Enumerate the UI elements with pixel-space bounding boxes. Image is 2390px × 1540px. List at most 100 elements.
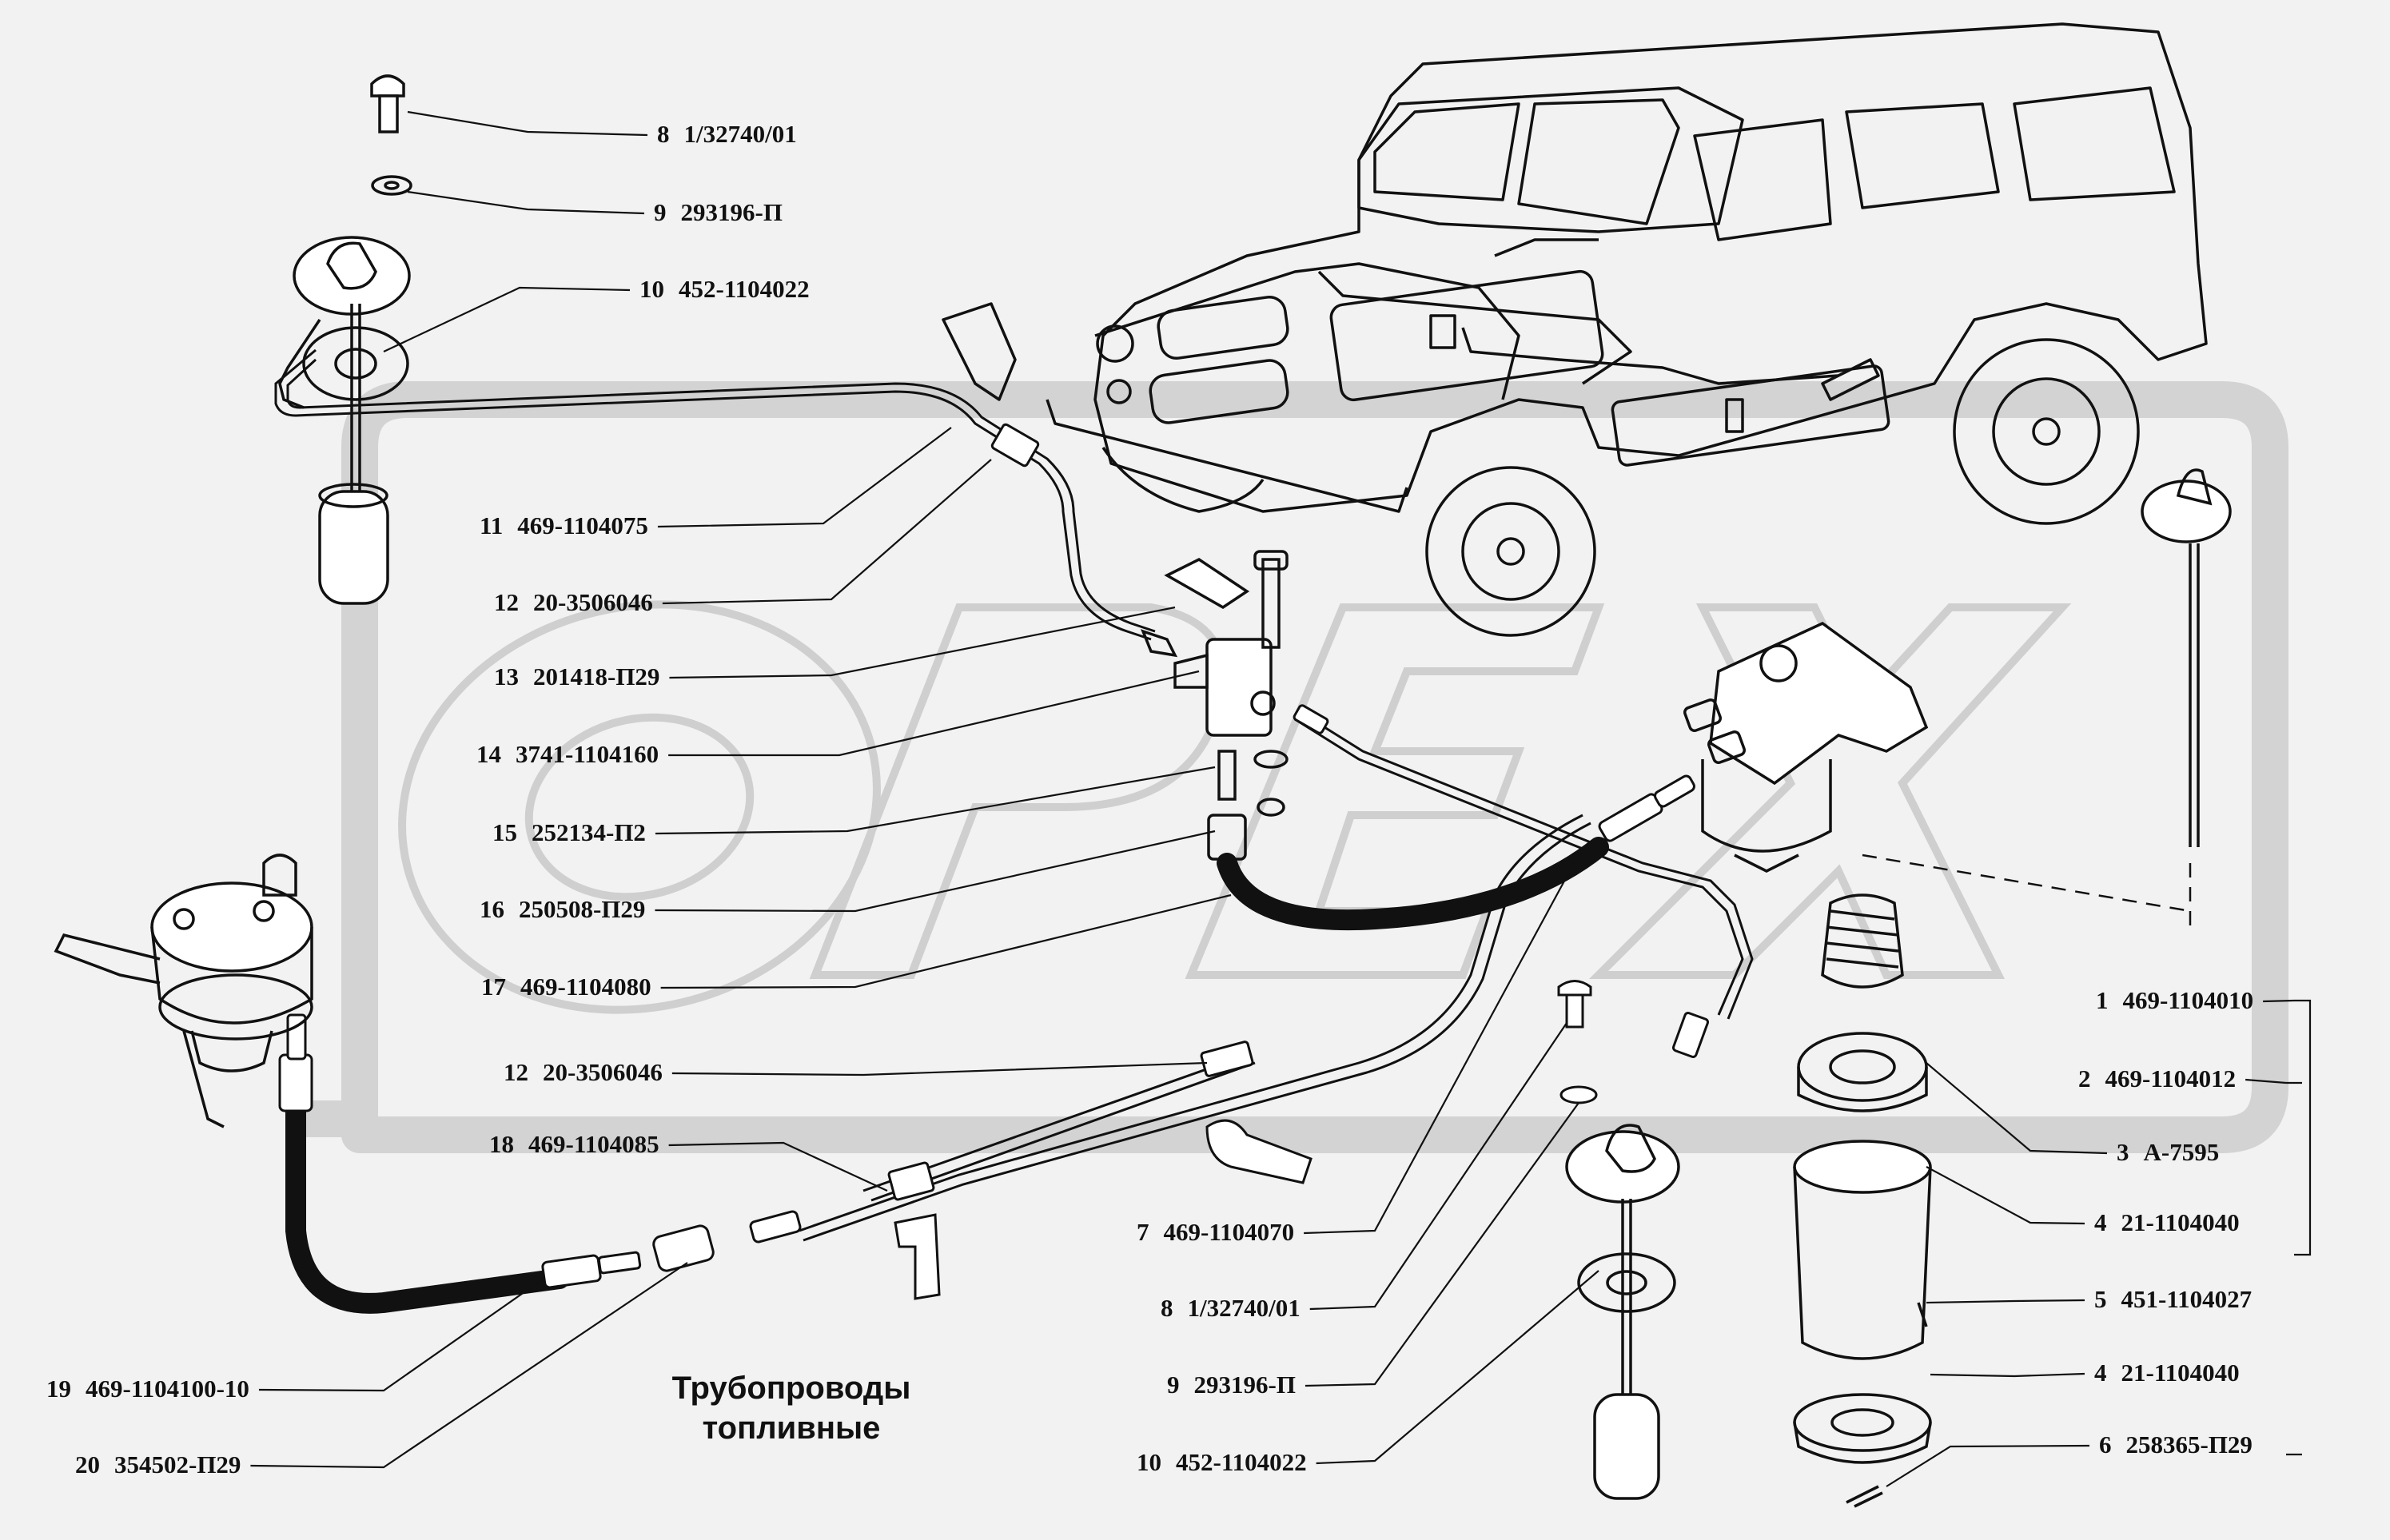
left-fuel-sender [278,74,412,605]
part-label-8: 8 1/32740/01 [1161,1294,1301,1322]
leader-line [669,606,1176,679]
part-number: 2 [2078,1064,2091,1092]
part-number: 11 [480,511,503,539]
part-code: 21-1104040 [2121,1359,2240,1387]
part-label-20: 20 354502-П29 [75,1450,241,1478]
leader-line [657,427,952,528]
part-label-14: 14 3741-1104160 [476,740,659,768]
part-label-10: 10 452-1104022 [639,275,810,303]
fuel-pipes [274,348,1754,1242]
part-number: 5 [2094,1285,2107,1313]
part-number: 8 [1161,1294,1173,1322]
part-code: 20-3506046 [543,1058,663,1086]
part-label-10: 10 452-1104022 [1137,1448,1307,1476]
part-number: 12 [494,588,519,616]
part-label-8: 8 1/32740/01 [657,120,797,148]
part-code: 1/32740/01 [684,120,797,148]
part-code: 469-1104012 [2105,1064,2237,1092]
part-code: 469-1104075 [517,511,648,539]
guide-dashes [1862,854,2192,927]
part-number: 4 [2094,1208,2107,1236]
part-code: 354502-П29 [114,1450,241,1478]
leader-line [662,459,992,605]
part-code: 1/32740/01 [1188,1294,1301,1322]
fuel-filter-assembly [1683,621,1932,1508]
part-code: 469-1104100-10 [86,1375,249,1403]
leader-line [655,830,1216,913]
diagram-title: Трубопроводы топливные [607,1368,975,1448]
leader-line [407,190,645,215]
part-code: 201418-П29 [533,663,659,690]
part-label-9: 9 293196-П [654,198,783,226]
part-label-4: 4 21-1104040 [2094,1359,2240,1387]
part-label-11: 11 469-1104075 [480,511,648,539]
part-code: 21-1104040 [2121,1208,2240,1236]
part-number: 8 [657,120,670,148]
part-number: 15 [492,818,517,846]
part-number: 14 [476,740,501,768]
part-label-1: 1 469-1104010 [2096,986,2253,1014]
part-code: 469-1104085 [528,1130,659,1158]
leader-line [1304,846,1583,1235]
part-number: 3 [2117,1138,2129,1166]
part-label-4: 4 21-1104040 [2094,1208,2240,1236]
part-number: 4 [2094,1359,2107,1387]
leader-line [655,766,1216,835]
right-bracket [2286,999,2312,1456]
leader-line [258,1278,544,1392]
title-line-1: Трубопроводы [671,1371,911,1406]
part-number: 13 [494,663,519,690]
leader-line [660,893,1232,989]
clips-and-fasteners [894,980,1598,1300]
part-label-15: 15 252134-П2 [492,818,646,846]
leader-line [1930,1372,2085,1378]
rubber-hoses [285,837,1609,1314]
leader-line [1305,1102,1579,1387]
part-code: 452-1104022 [1176,1448,1307,1476]
part-number: 10 [639,275,664,303]
part-number: 1 [2096,986,2109,1014]
part-code: 469-1104080 [520,973,651,1001]
part-code: 252134-П2 [532,818,646,846]
leader-line [250,1262,688,1469]
leader-line [671,1061,1208,1076]
part-label-9: 9 293196-П [1167,1371,1296,1399]
leader-line [407,110,648,137]
leader-lines [250,110,2295,1487]
part-code: 293196-П [1194,1371,1296,1399]
part-number: 6 [2099,1431,2112,1458]
part-label-12: 12 20-3506046 [504,1058,663,1086]
part-number: 12 [504,1058,528,1086]
part-code: 3741-1104160 [516,740,659,768]
part-number: 9 [654,198,667,226]
valve-assembly [1140,550,1289,861]
part-code: 293196-П [681,198,783,226]
leader-line [1926,1299,2085,1304]
part-number: 20 [75,1450,100,1478]
leader-line [1316,1270,1599,1465]
part-number: 9 [1167,1371,1180,1399]
part-code: 469-1104070 [1164,1218,1295,1246]
part-code: 469-1104010 [2123,986,2254,1014]
part-code: 250508-П29 [519,895,645,923]
leader-line [2245,1078,2287,1084]
leader-line [383,286,631,352]
leader-line [668,1141,888,1192]
fuel-pump [54,854,313,1128]
part-code: 452-1104022 [679,275,810,303]
right-fuel-sender [1565,1124,1680,1500]
part-number: 16 [480,895,504,923]
leader-line [1926,1166,2085,1225]
part-number: 10 [1137,1448,1161,1476]
vehicle-drawing [942,22,2208,637]
part-label-7: 7 469-1104070 [1137,1218,1294,1246]
part-label-2: 2 469-1104012 [2078,1064,2236,1092]
part-number: 7 [1137,1218,1149,1246]
